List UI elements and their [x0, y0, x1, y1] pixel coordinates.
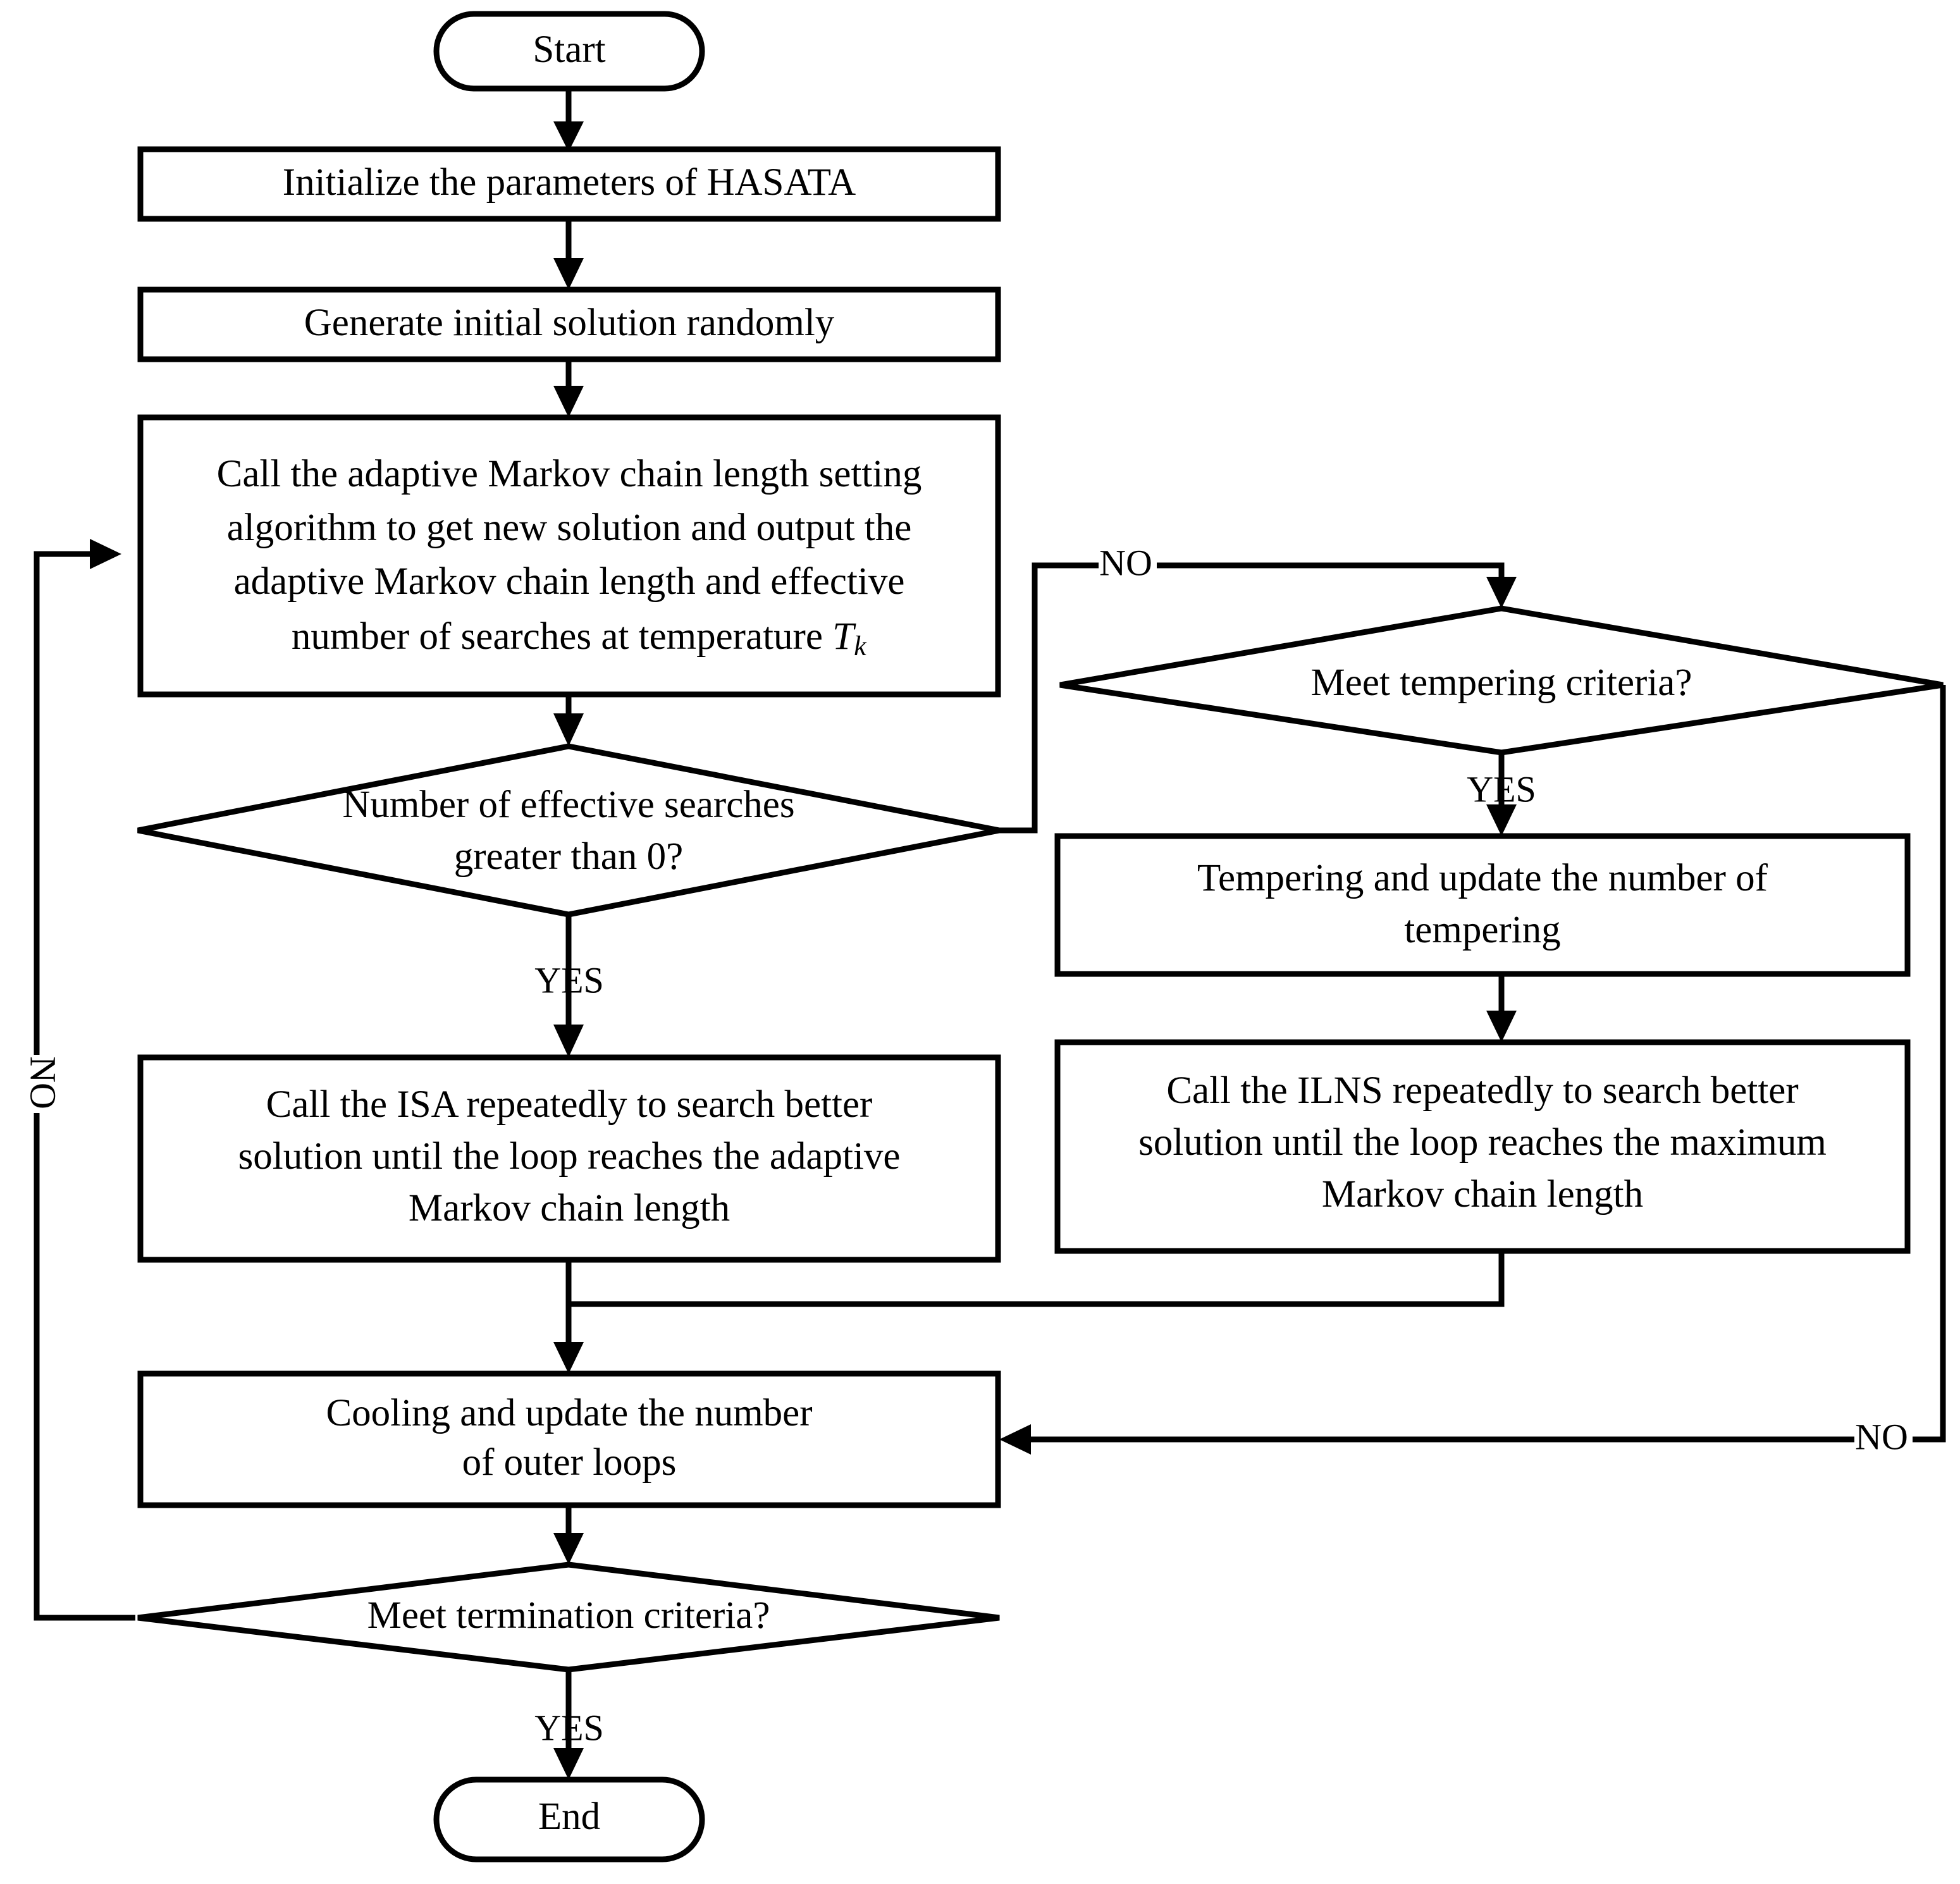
node-isa-line2: solution until the loop reaches the adap…: [238, 1135, 901, 1178]
label-mask-termination-no: [14, 1055, 58, 1113]
node-cooling-line1: Cooling and update the number: [326, 1392, 812, 1434]
edge-generate-to-markov: [553, 359, 584, 417]
label-mask-effective-no: [1099, 545, 1157, 587]
node-isa-line1: Call the ISA repeatedly to search better: [266, 1083, 873, 1126]
node-start[interactable]: Start: [433, 11, 705, 92]
node-tempering-update[interactable]: Tempering and update the number of tempe…: [1054, 833, 1911, 977]
node-effective-searches-decision[interactable]: Number of effective searches greater tha…: [137, 743, 1000, 918]
node-adaptive-markov-chain[interactable]: Call the adaptive Markov chain length se…: [137, 414, 1001, 698]
edge-tempering-no-to-cooling: [999, 685, 1946, 1455]
node-call-ilns[interactable]: Call the ILNS repeatedly to search bette…: [1054, 1039, 1911, 1254]
node-tempering-line1: Tempering and update the number of: [1197, 857, 1768, 899]
edge-label-termination-yes: YES: [534, 1707, 604, 1748]
edge-markov-to-effective: [553, 694, 584, 746]
node-markov-line4-sub: k: [854, 631, 867, 662]
edge-label-effective-no-top: NO: [1099, 542, 1152, 583]
node-markov-line3: adaptive Markov chain length and effecti…: [234, 560, 905, 603]
node-call-isa[interactable]: Call the ISA repeatedly to search better…: [137, 1054, 1001, 1263]
node-initialize-parameters[interactable]: Initialize the parameters of HASATA: [137, 146, 1001, 222]
node-tempering-criteria-label: Meet tempering criteria?: [1311, 662, 1692, 704]
node-cooling-update[interactable]: Cooling and update the number of outer l…: [137, 1370, 1001, 1508]
node-ilns-line1: Call the ILNS repeatedly to search bette…: [1166, 1069, 1798, 1112]
node-markov-line4-prefix: number of searches at temperature: [292, 615, 832, 658]
label-mask-tempering-no: [1854, 1420, 1913, 1462]
node-markov-line4: number of searches at temperature Tk: [205, 615, 934, 667]
edge-effective-yes-to-isa: [553, 914, 584, 1057]
node-effective-line2: greater than 0?: [454, 835, 683, 878]
node-markov-line1: Call the adaptive Markov chain length se…: [217, 453, 922, 495]
edge-effective-no-to-tempering-criteria: [999, 562, 1517, 834]
node-effective-line1: Number of effective searches: [342, 784, 794, 826]
edge-isa-to-cooling: [553, 1260, 584, 1374]
edge-start-to-init: [553, 89, 584, 152]
node-isa-line3: Markov chain length: [409, 1187, 730, 1229]
node-termination-criteria-decision[interactable]: Meet termination criteria?: [137, 1561, 1000, 1673]
node-ilns-line3: Markov chain length: [1322, 1173, 1643, 1216]
edge-termination-yes-to-end: [553, 1670, 584, 1780]
node-end[interactable]: End: [433, 1776, 705, 1862]
edge-tempering-yes-to-tempering: [1486, 753, 1517, 836]
edge-label-tempering-no-top: NO: [1855, 1416, 1908, 1457]
node-initialize-label: Initialize the parameters of HASATA: [283, 161, 856, 204]
node-markov-line2: algorithm to get new solution and output…: [227, 507, 912, 549]
node-start-label: Start: [533, 28, 605, 71]
node-ilns-line2: solution until the loop reaches the maxi…: [1138, 1121, 1827, 1164]
node-tempering-line2: tempering: [1404, 909, 1560, 951]
node-cooling-line2: of outer loops: [462, 1441, 677, 1484]
node-generate-label: Generate initial solution randomly: [304, 302, 835, 344]
edge-init-to-generate: [553, 219, 584, 290]
node-generate-initial-solution[interactable]: Generate initial solution randomly: [137, 286, 1001, 362]
node-tempering-criteria-decision[interactable]: Meet tempering criteria?: [1059, 605, 1944, 756]
edge-label-termination-no-top: NO: [23, 1056, 64, 1109]
edge-ilns-to-cooling: [569, 1251, 1505, 1307]
node-end-label: End: [538, 1795, 600, 1838]
node-termination-label: Meet termination criteria?: [367, 1594, 770, 1637]
edge-tempering-to-ilns: [1486, 974, 1517, 1042]
edge-cooling-to-termination: [553, 1505, 584, 1565]
edge-label-tempering-yes: YES: [1467, 768, 1536, 810]
node-markov-line4-var: T: [832, 615, 856, 658]
edge-label-effective-yes: YES: [534, 959, 604, 1000]
